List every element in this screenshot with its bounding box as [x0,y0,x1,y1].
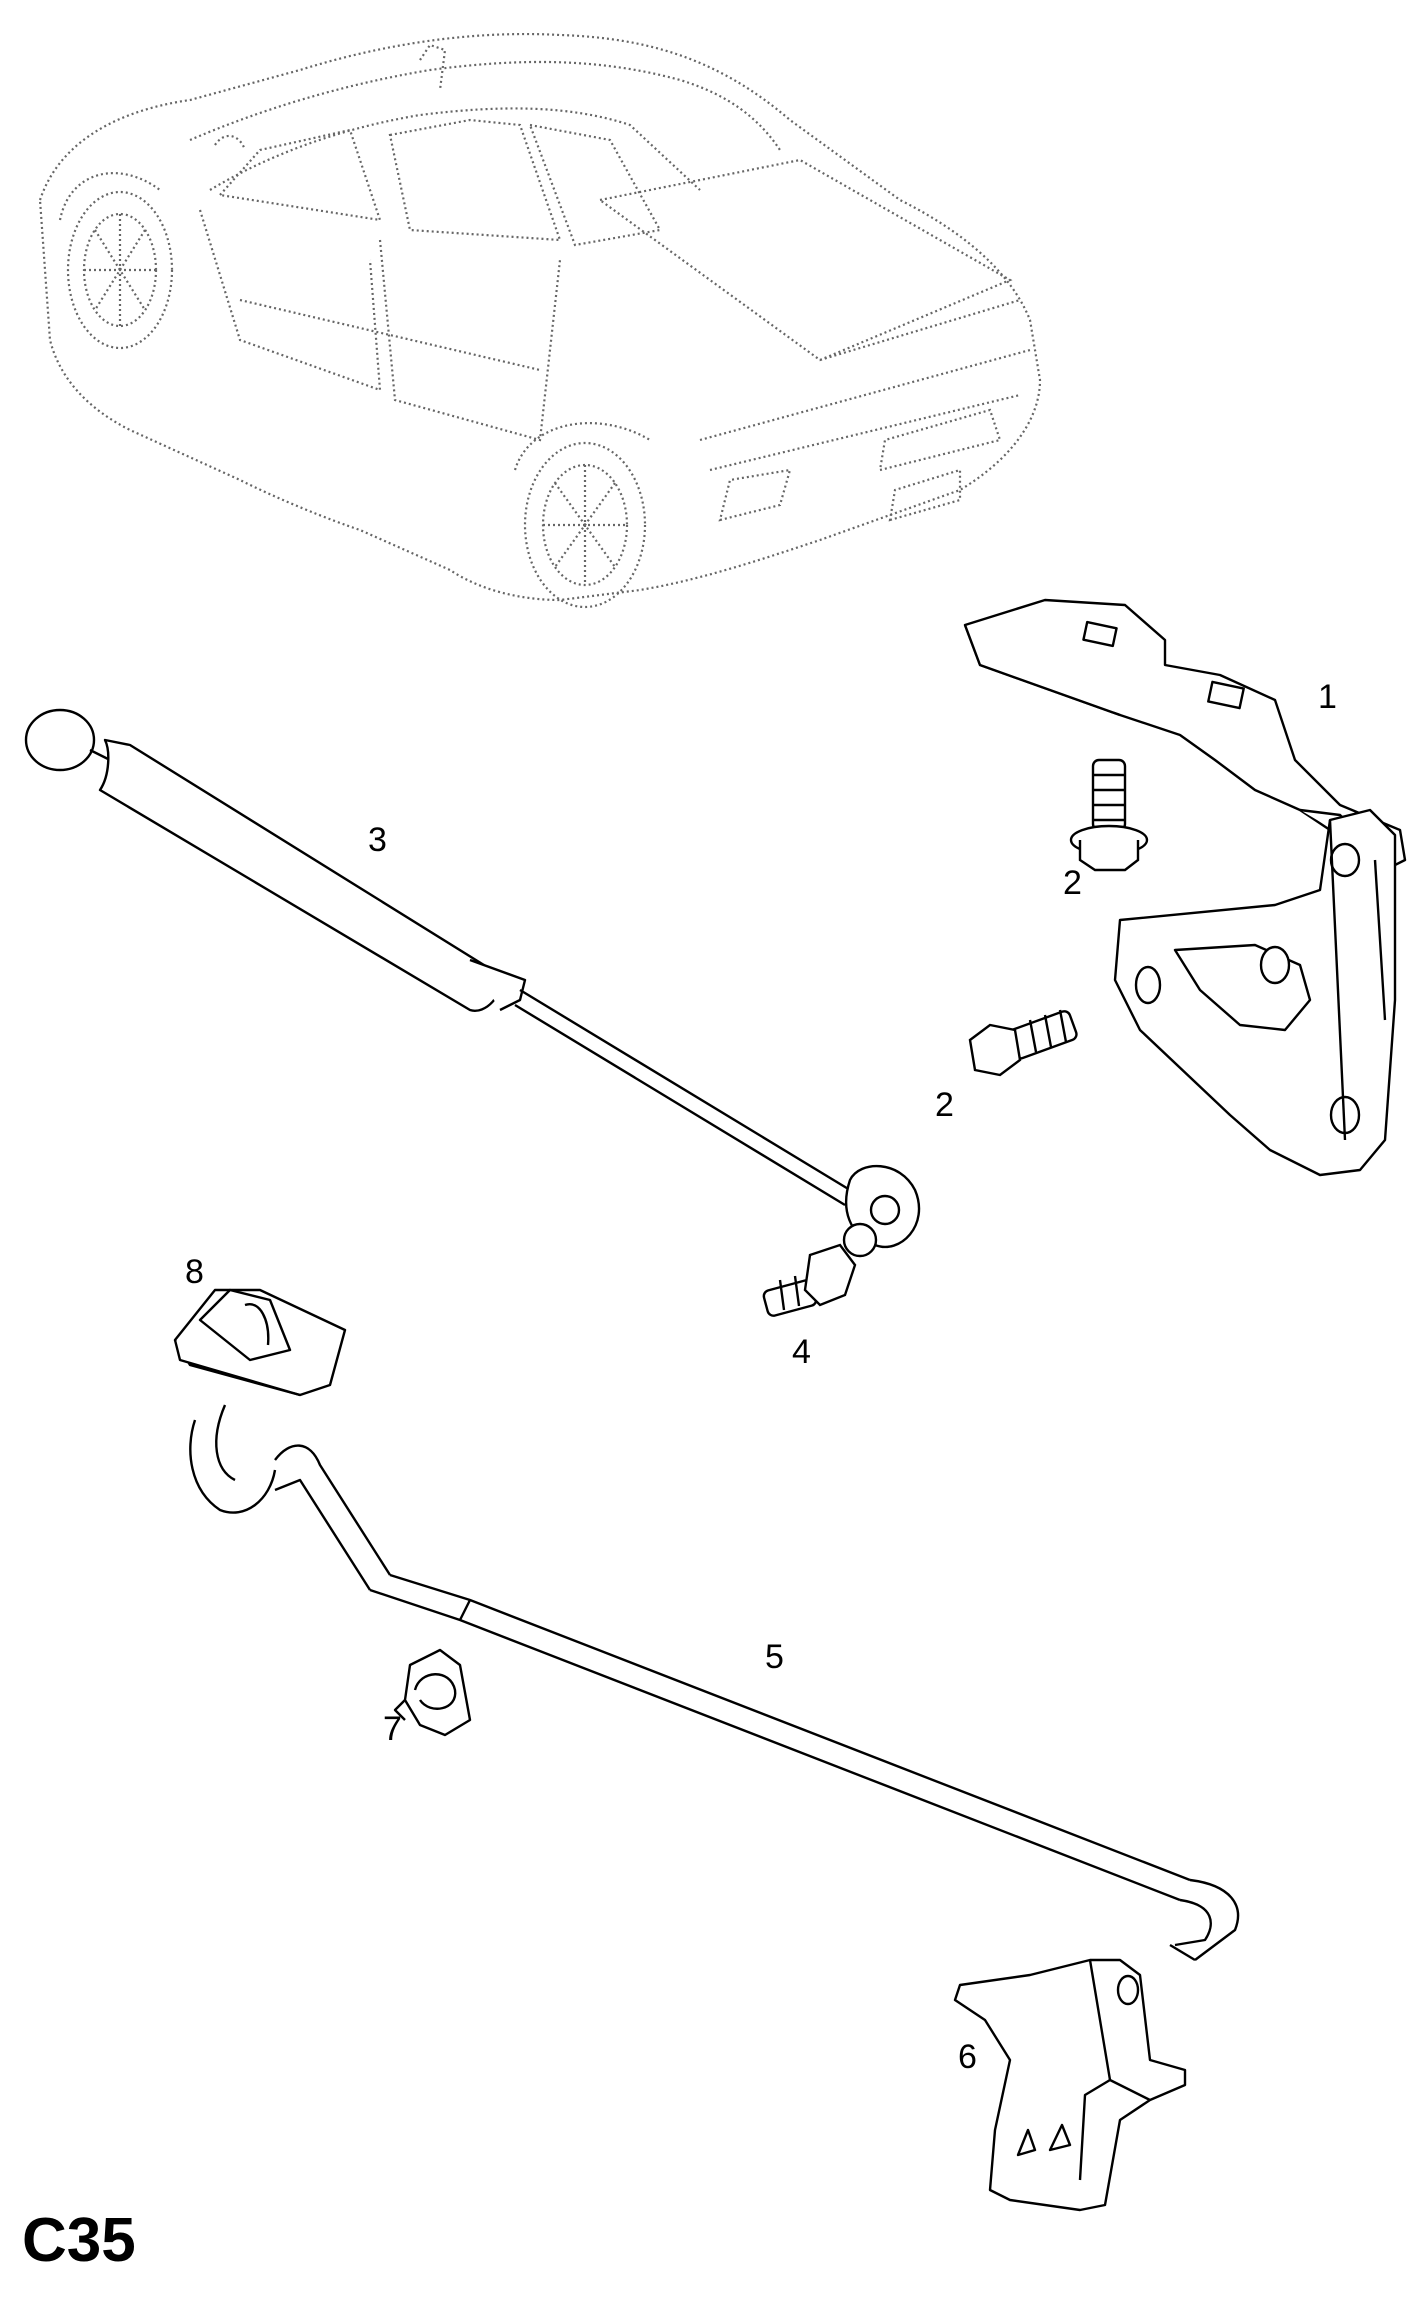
callout-5: 5 [765,1638,784,1676]
callout-7: 7 [383,1710,402,1748]
car-outline [38,32,1042,609]
rod-part-5 [189,1404,1240,1962]
bolt-part-2-upper [1069,758,1149,872]
callout-2-upper: 2 [1063,864,1082,902]
callout-2-lower: 2 [935,1086,954,1124]
hinge-part-1 [963,598,1407,1177]
callout-1: 1 [1318,678,1337,716]
clip-part-7 [393,1648,472,1737]
bracket-part-8 [173,1288,347,1397]
callout-6: 6 [958,2038,977,2076]
gas-strut-part-3 [24,708,921,1248]
callout-8: 8 [185,1253,204,1291]
ball-stud-part-4 [762,1222,878,1317]
callout-3: 3 [368,821,387,859]
bracket-part-6 [953,1958,1187,2212]
callout-4: 4 [792,1333,811,1371]
page-code: C35 [22,2206,136,2275]
bolt-part-2-lower [968,1009,1078,1077]
